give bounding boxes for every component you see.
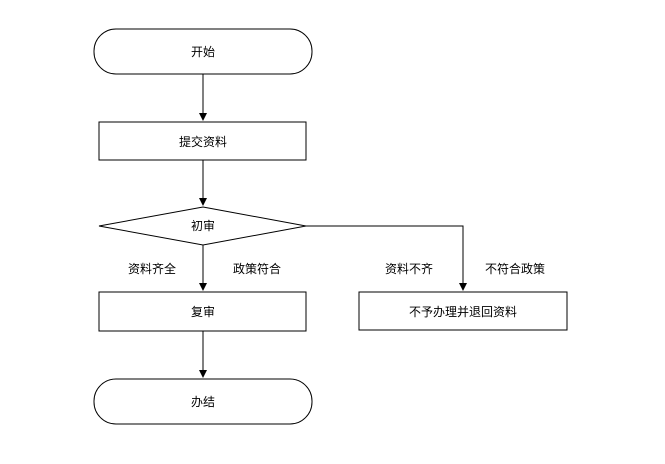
reject-node-label: 不予办理并退回资料	[409, 304, 517, 319]
initial-review-node-label: 初审	[191, 218, 215, 233]
edge-label-policy-compliant: 政策符合	[233, 261, 281, 276]
edge-label-materials-incomplete: 资料不齐	[385, 261, 433, 276]
submit-node: 提交资料	[98, 121, 307, 161]
re-review-node-label: 复审	[191, 304, 215, 319]
reject-node: 不予办理并退回资料	[358, 291, 568, 331]
edge-initial-review-to-reject	[306, 225, 467, 291]
re-review-node-shape	[98, 291, 307, 332]
submit-node-label: 提交资料	[179, 134, 227, 149]
initial-review-node: 初审	[98, 206, 307, 246]
finish-node-shape	[93, 378, 313, 425]
edge-label-policy-noncompliant: 不符合政策	[485, 261, 545, 276]
reject-node-shape	[358, 291, 568, 331]
re-review-node: 复审	[98, 291, 307, 332]
finish-node-label: 办结	[191, 394, 215, 409]
edge-label-materials-complete: 资料齐全	[128, 261, 176, 276]
start-node-label: 开始	[191, 45, 215, 59]
start-node: 开始	[93, 28, 313, 75]
finish-node: 办结	[93, 378, 313, 425]
submit-node-shape	[98, 121, 307, 161]
